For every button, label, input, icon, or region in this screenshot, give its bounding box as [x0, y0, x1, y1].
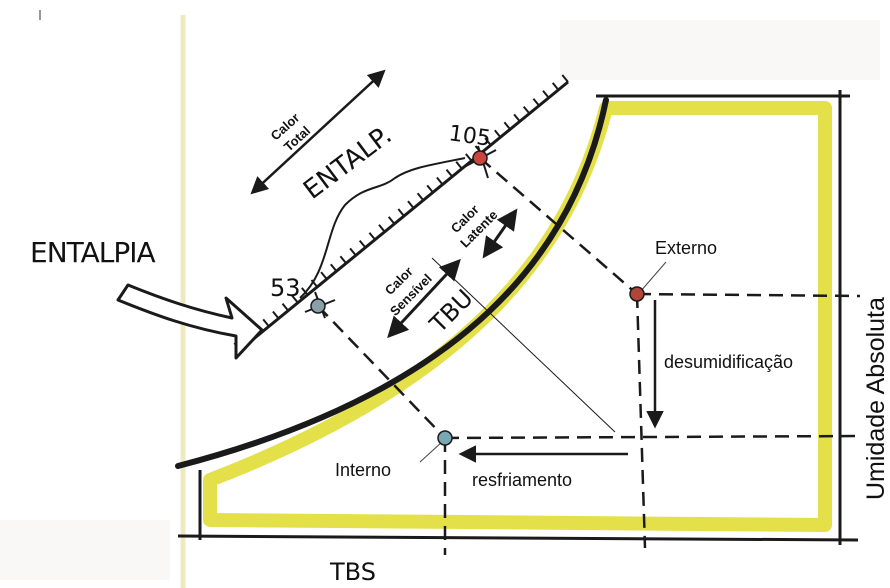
point-externo: [629, 286, 645, 302]
resfriamento-label: resfriamento: [472, 470, 572, 490]
point-53: [310, 298, 326, 314]
thin-guide-line: [431, 257, 616, 433]
value-53: 53: [270, 274, 301, 302]
scale-tick: [416, 192, 425, 201]
scale-tick: [542, 90, 550, 99]
scale-tick: [445, 168, 453, 178]
scale-tick: [320, 271, 328, 280]
point-105: [472, 150, 488, 166]
scale-tick: [378, 224, 386, 233]
scale-tick: [291, 295, 299, 304]
scale-tick: [513, 113, 521, 123]
process-lines: [317, 157, 861, 555]
externo-leader: [639, 261, 667, 293]
paper-tint: [560, 20, 880, 80]
scale-tick: [484, 137, 492, 146]
scale-tick: [407, 200, 415, 209]
dashed-externo-umidade: [636, 292, 861, 298]
point-interno: [437, 430, 453, 446]
scale-tick: [426, 184, 434, 194]
scale-tick: [339, 255, 347, 264]
entalpia-pointer-arrow-icon: [116, 283, 264, 360]
scale-tick: [522, 105, 531, 115]
scale-tick: [301, 287, 309, 296]
scale-tick: [436, 176, 444, 186]
dashed-53-to-interno: [317, 305, 446, 439]
scale-tick: [281, 302, 289, 312]
scale-tick: [358, 239, 367, 249]
scale-tick: [262, 318, 270, 328]
scale-tick: [368, 232, 376, 241]
dashed-interno-umidade: [444, 434, 861, 440]
umidade-absoluta-label: Umidade Absoluta: [862, 297, 890, 500]
scale-tick: [532, 98, 540, 107]
interno-label: Interno: [335, 460, 391, 480]
calor-latente-arrow-icon: [482, 208, 518, 259]
scale-tick: [503, 121, 511, 130]
entalpia-label: ENTALPIA: [30, 236, 155, 269]
externo-label: Externo: [655, 238, 717, 258]
calor-total-arrow-icon: [250, 69, 386, 195]
tbs-label: TBS: [329, 558, 376, 586]
scale-tick: [397, 208, 405, 217]
scale-tick: [387, 216, 396, 225]
dashed-105-to-externo: [479, 157, 638, 295]
saturation-curve: [175, 97, 609, 469]
dashed-externo-vertical: [635, 293, 647, 549]
scale-tick: [551, 82, 560, 91]
scale-tick: [465, 153, 473, 162]
scale-tick: [494, 129, 502, 138]
value-105: 105: [447, 121, 492, 152]
scale-tick: [330, 263, 338, 272]
calor-sensivel-arrow-icon: [387, 258, 461, 339]
scale-tick: [272, 310, 280, 320]
scale-tick: [561, 74, 569, 83]
interno-leader: [419, 441, 443, 463]
desumidificacao-label: desumidificação: [664, 352, 793, 372]
tbs-axis: [177, 534, 859, 542]
scale-tick: [455, 161, 463, 170]
scale-tick: [349, 247, 357, 257]
paper-tint: [0, 520, 170, 580]
